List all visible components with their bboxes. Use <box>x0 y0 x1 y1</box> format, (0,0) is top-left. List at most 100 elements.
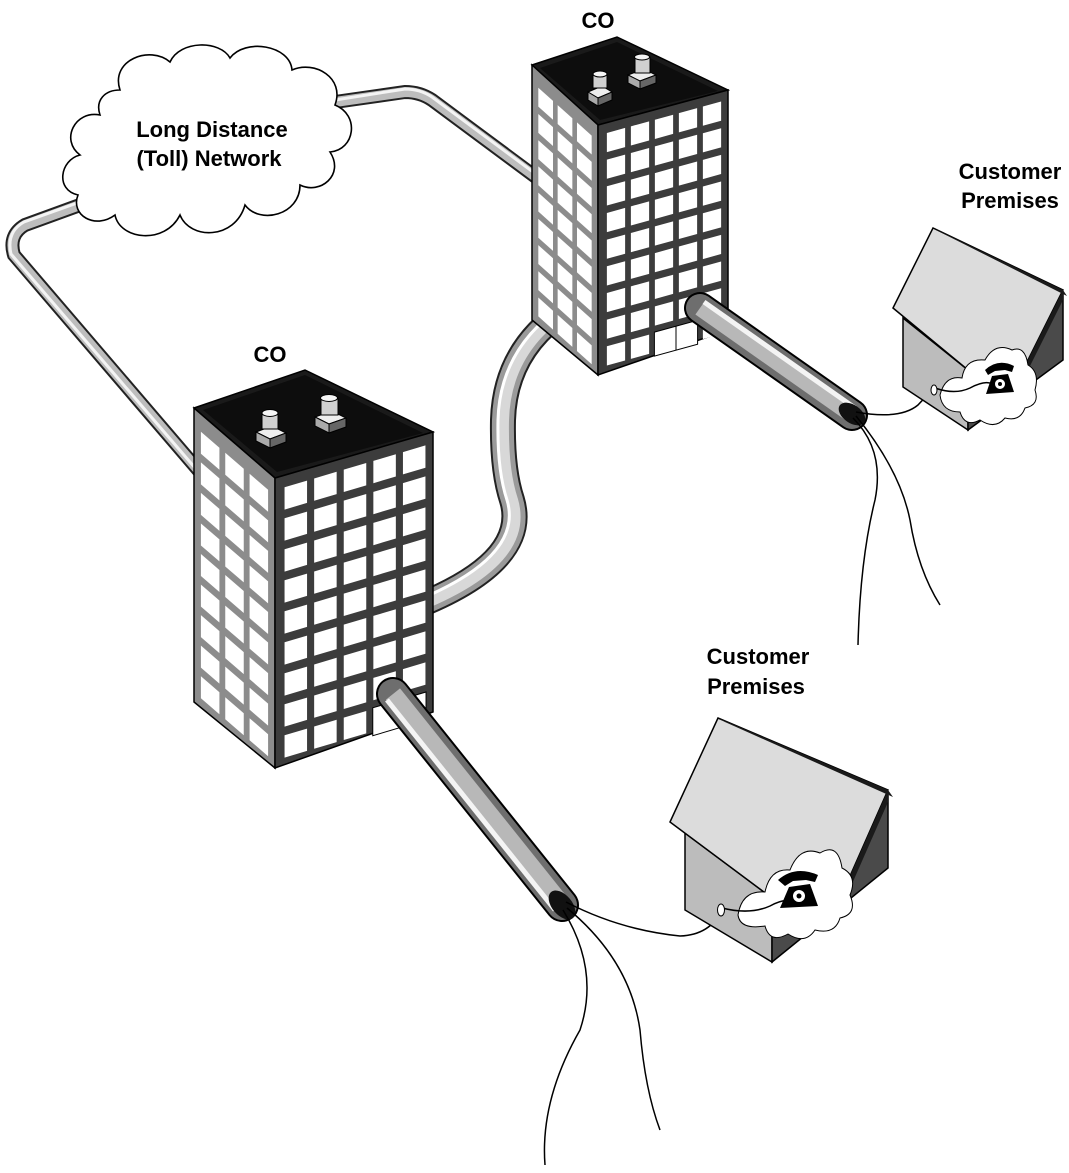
window <box>576 122 592 155</box>
premises-label-bottom-line2: Premises <box>707 674 805 699</box>
window <box>225 605 244 644</box>
window <box>678 134 698 160</box>
window-grid <box>538 87 592 365</box>
window <box>225 513 244 552</box>
window <box>200 431 220 470</box>
window <box>343 462 367 493</box>
window <box>606 261 626 286</box>
window <box>576 305 592 339</box>
premises-label-top-line2: Premises <box>961 188 1059 213</box>
window <box>654 301 674 326</box>
window <box>200 462 220 501</box>
window <box>654 114 674 139</box>
window <box>284 480 308 510</box>
window <box>225 452 244 491</box>
window <box>576 253 592 286</box>
co-building-top: CO <box>530 8 731 377</box>
window <box>538 192 554 225</box>
window <box>557 288 573 321</box>
window <box>200 676 220 715</box>
window <box>557 183 573 216</box>
window <box>343 493 367 524</box>
window <box>606 127 626 153</box>
window <box>678 241 698 266</box>
toll-trunk-pipe-top <box>328 84 567 202</box>
window <box>654 141 674 166</box>
window <box>200 645 220 684</box>
window <box>314 688 337 718</box>
window <box>402 662 426 692</box>
window <box>678 214 698 240</box>
window <box>678 188 698 213</box>
window <box>654 168 674 193</box>
window <box>373 578 396 608</box>
premises-label-bottom-line1: Customer <box>707 644 810 669</box>
window <box>654 221 674 246</box>
window <box>402 445 426 475</box>
window <box>249 473 269 512</box>
window <box>538 245 554 278</box>
window <box>200 492 220 531</box>
window <box>200 554 220 592</box>
window <box>678 108 698 133</box>
window <box>402 569 426 599</box>
window <box>538 218 554 251</box>
window <box>284 511 308 541</box>
window <box>702 101 722 126</box>
co-label-top: CO <box>582 8 615 33</box>
window <box>576 201 592 234</box>
window <box>284 666 308 696</box>
window <box>630 227 650 253</box>
window <box>538 140 554 173</box>
telephone-icon <box>985 362 1014 394</box>
window <box>630 121 650 146</box>
window <box>576 227 592 260</box>
window <box>314 471 337 501</box>
window <box>606 154 626 179</box>
window <box>702 128 722 153</box>
window <box>654 274 674 299</box>
window <box>557 157 573 190</box>
window <box>702 181 722 206</box>
window <box>343 617 367 648</box>
premises-label-top-line1: Customer <box>959 159 1062 184</box>
window-grid <box>284 445 427 758</box>
window <box>373 516 396 546</box>
window <box>576 332 592 365</box>
window <box>200 615 220 654</box>
window <box>200 523 220 562</box>
window <box>284 635 308 665</box>
window <box>557 314 573 347</box>
window <box>654 194 674 219</box>
window <box>343 586 367 617</box>
window <box>249 718 269 757</box>
window <box>538 166 554 199</box>
window <box>606 181 626 206</box>
window <box>702 234 722 260</box>
window <box>343 679 367 710</box>
window <box>678 161 698 186</box>
window <box>225 544 244 583</box>
window <box>630 281 650 306</box>
window <box>284 604 308 634</box>
long-distance-network-cloud: Long Distance (Toll) Network <box>61 44 353 237</box>
window <box>225 636 244 675</box>
window <box>225 666 244 705</box>
toll-trunk-pipe-bottom <box>5 198 212 485</box>
window-grid <box>200 431 269 757</box>
window <box>538 297 554 330</box>
window <box>284 728 308 758</box>
local-loop-cable-bottom <box>376 677 723 1166</box>
window <box>576 174 592 207</box>
window <box>402 631 426 661</box>
window <box>343 555 367 586</box>
window <box>284 697 308 727</box>
window <box>702 261 722 286</box>
window <box>402 507 426 537</box>
window <box>343 648 367 679</box>
window <box>702 154 722 180</box>
window <box>314 533 337 563</box>
window <box>630 334 650 359</box>
window <box>225 575 244 613</box>
window <box>373 485 396 515</box>
